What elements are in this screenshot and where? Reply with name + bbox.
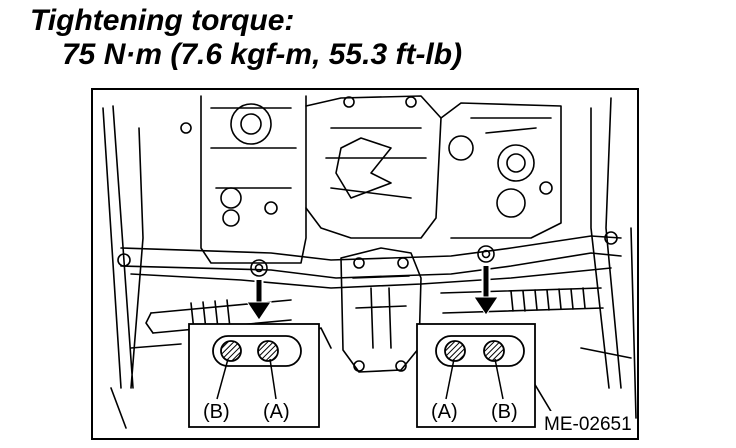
right-leader-a — [445, 358, 455, 400]
right-bolt-a-icon — [444, 340, 466, 362]
figure-code: ME-02651 — [544, 414, 632, 435]
left-leader-a — [269, 358, 277, 400]
right-label-b: (B) — [491, 401, 518, 423]
diagram-svg: (B) (A) (A) (B) ME-02651 — [91, 88, 639, 440]
torque-heading: Tightening torque: 75 N·m (7.6 kgf-m, 55… — [30, 4, 462, 72]
torque-title: Tightening torque: — [30, 4, 295, 37]
torque-value: 75 N·m (7.6 kgf-m, 55.3 ft-lb) — [62, 38, 463, 71]
left-label-b: (B) — [203, 401, 230, 423]
left-leader-b — [216, 358, 229, 400]
left-label-a: (A) — [263, 401, 290, 423]
left-bolt-b-icon — [220, 340, 242, 362]
undercarriage-diagram: (B) (A) (A) (B) ME-02651 — [91, 88, 639, 440]
right-leader-b — [494, 358, 504, 400]
figure-code-backdrop — [539, 411, 635, 435]
figure-frame — [91, 88, 639, 440]
left-arrow-icon — [246, 280, 272, 321]
right-bolt-b-icon — [483, 340, 505, 362]
left-bolt-callout: (B) (A) — [188, 323, 320, 428]
engine-drawing — [102, 95, 637, 429]
right-label-a: (A) — [431, 401, 458, 423]
right-bolt-callout: (A) (B) — [416, 323, 536, 428]
right-arrow-icon — [473, 266, 499, 316]
left-bolt-a-icon — [257, 340, 279, 362]
